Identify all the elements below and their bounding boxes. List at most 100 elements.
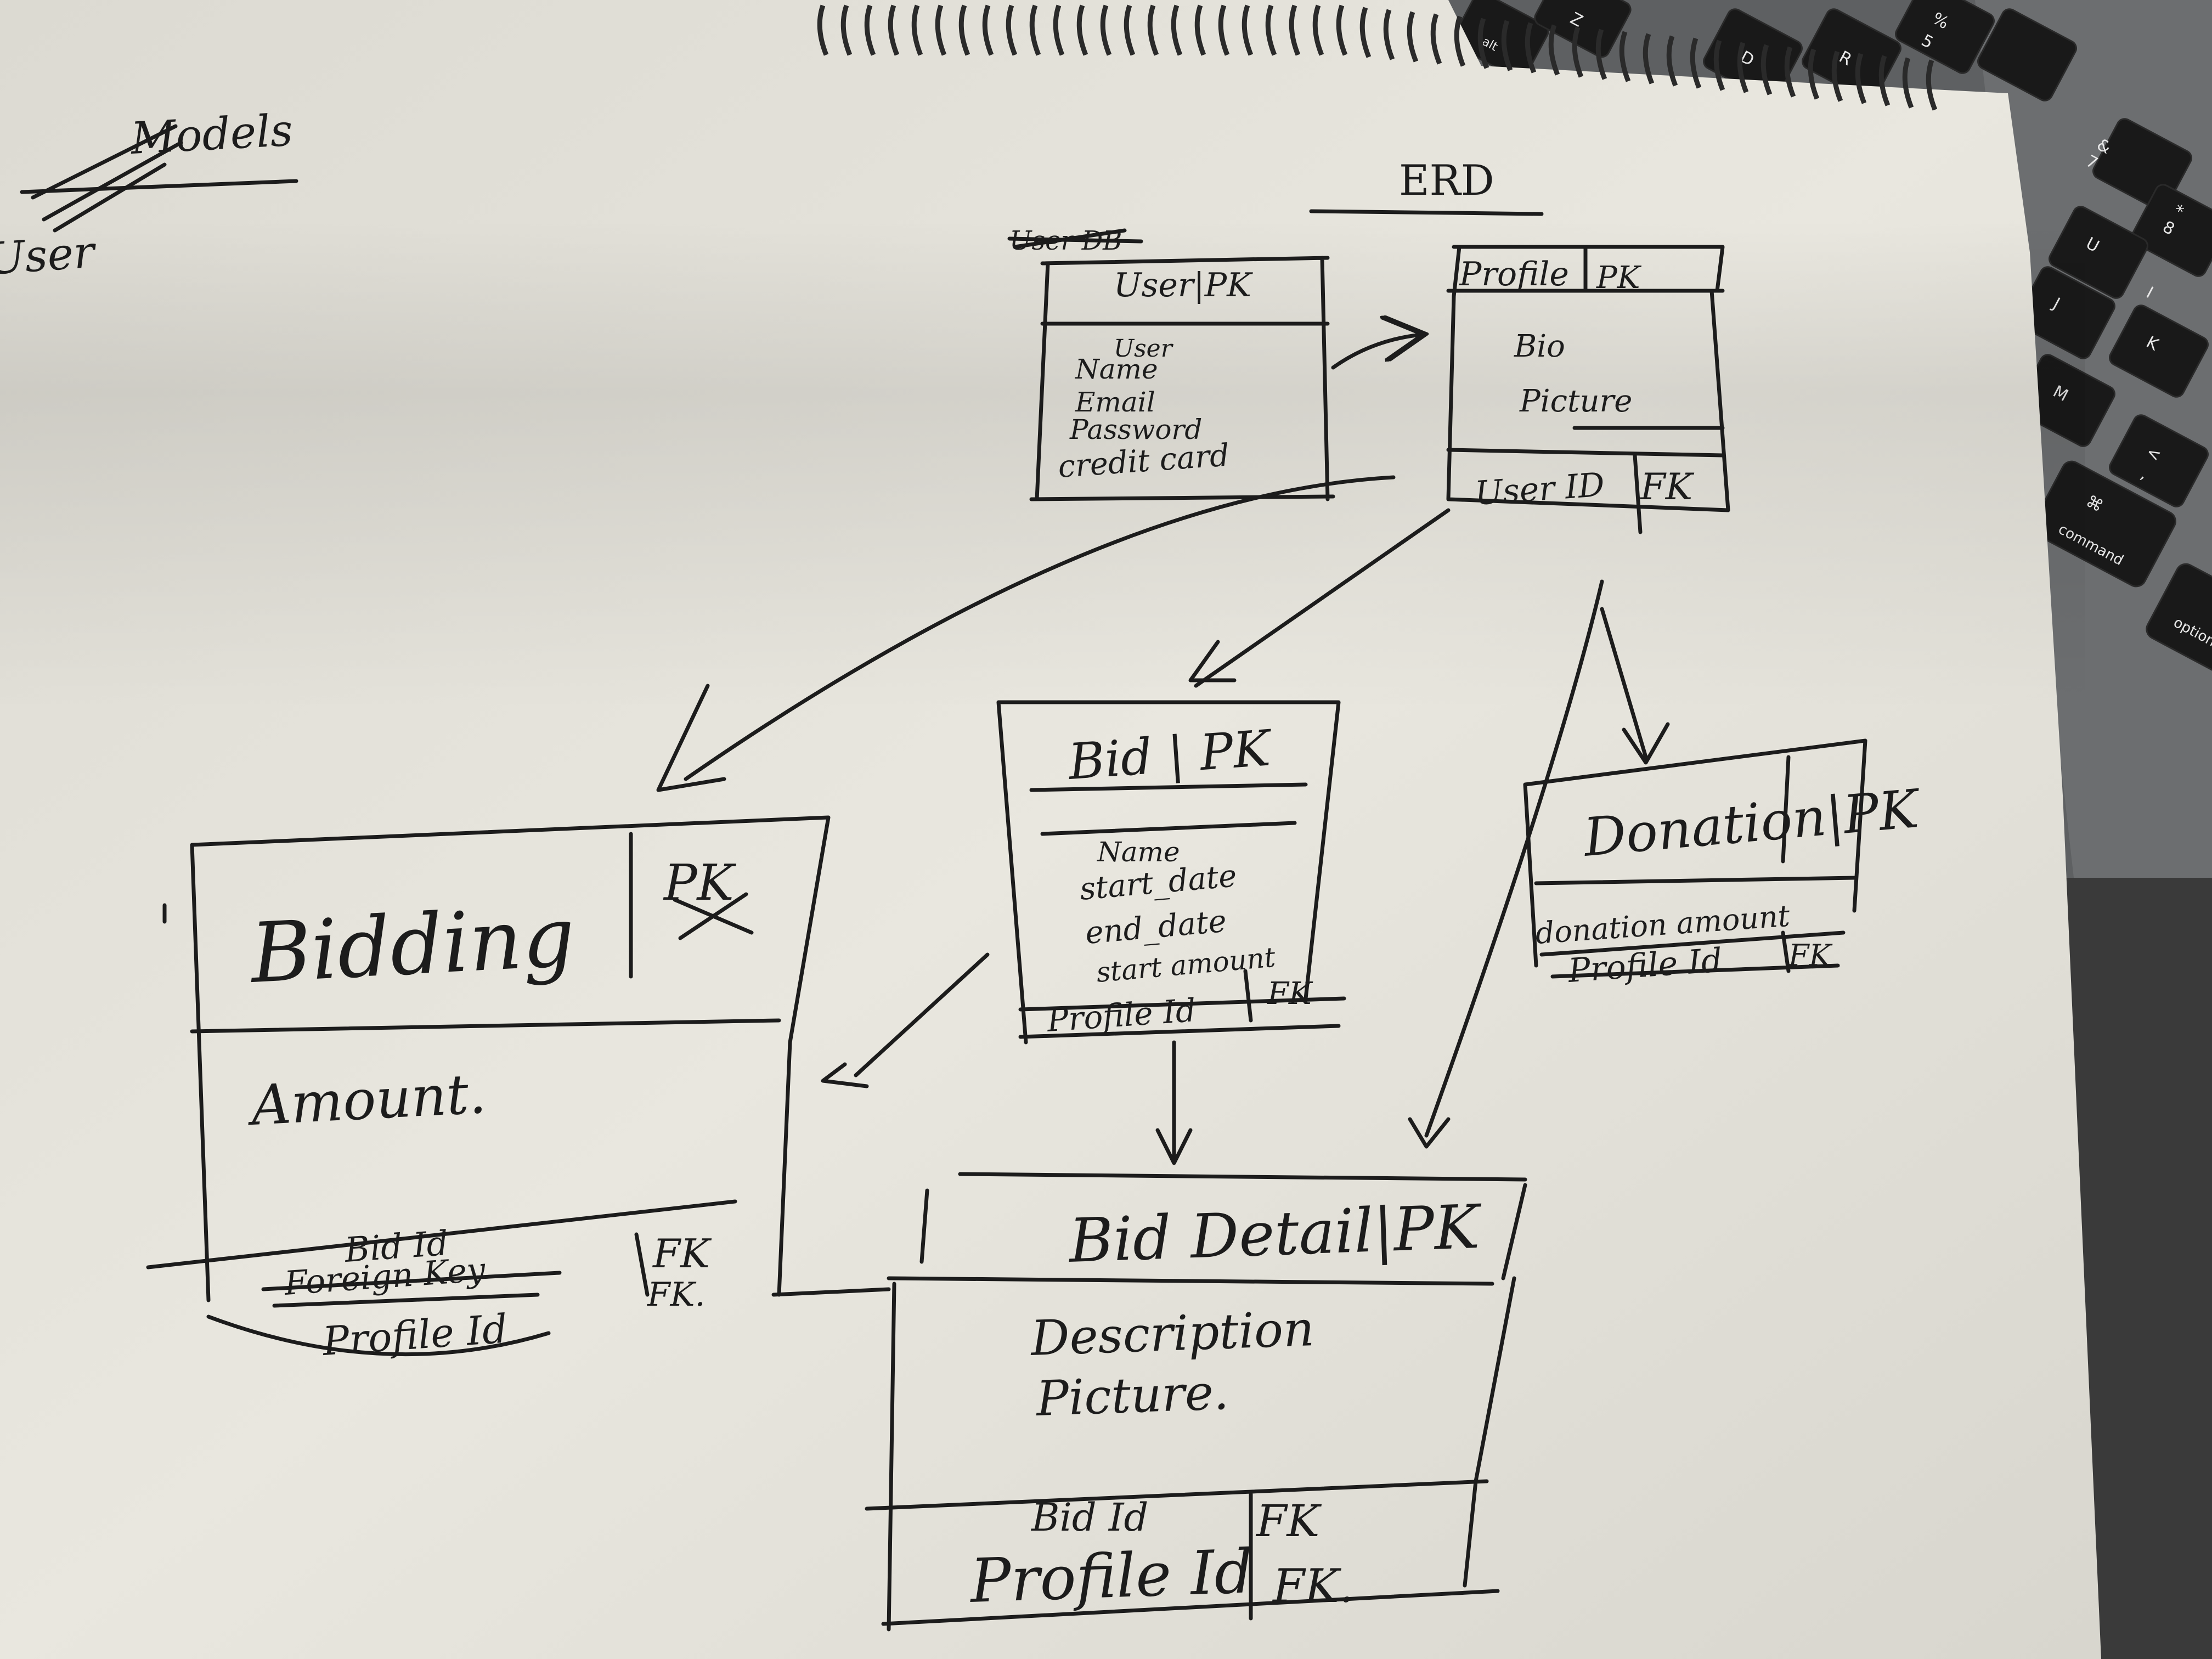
key-comma — [2109, 414, 2209, 507]
spiral-coil — [1525, 22, 1537, 74]
bidding-fk-key: FK — [652, 1231, 712, 1277]
spiral-coil — [1878, 55, 1891, 106]
spiral-coil — [1265, 4, 1277, 56]
profile-fk-field: User ID — [1474, 466, 1606, 513]
bid-detail-field: Description — [1029, 1300, 1315, 1367]
struck-label: User DB — [1009, 225, 1122, 256]
key-f5 — [1977, 8, 2077, 101]
bid-detail-header: Bid Detail|PK — [1066, 1192, 1483, 1276]
spiral-coil — [817, 4, 829, 56]
user-table — [1029, 256, 1335, 501]
spiral-coil — [1737, 42, 1749, 93]
arrow-bid-to-bidding — [854, 952, 990, 1077]
key-z — [1534, 0, 1632, 58]
struck-label-strike — [1007, 228, 1143, 249]
bidding-fk-field: Bid Id — [343, 1223, 450, 1270]
erd-title: ERD — [1399, 156, 1494, 205]
spiral-coil — [911, 4, 923, 56]
user-field: Password — [1069, 414, 1202, 445]
user-field: Email — [1075, 386, 1155, 418]
spiral-coil — [1595, 29, 1607, 80]
spiral-coil — [1053, 4, 1065, 56]
spiral-coil — [1383, 9, 1395, 60]
paper-shadow — [0, 219, 2085, 713]
bid-table — [996, 700, 1346, 1045]
title-underline — [1309, 209, 1544, 216]
spiral-coil — [1194, 4, 1206, 56]
spiral-coil — [982, 4, 994, 56]
bidding-table — [146, 815, 891, 1357]
spiral-coil — [1643, 33, 1655, 84]
spiral-coil — [1430, 13, 1442, 65]
arrowhead-bid-to-bidding — [821, 1062, 869, 1088]
profile-table — [1446, 245, 1730, 534]
spiral-coil — [1855, 53, 1867, 104]
spiral-coil — [1501, 20, 1513, 71]
bid-detail-table — [865, 1172, 1527, 1632]
spiral-coil — [1312, 4, 1324, 56]
bid-header: Bid | PK — [1065, 719, 1274, 791]
spiral-binding — [817, 4, 1938, 111]
bid-detail-fk-key: FK — [1255, 1496, 1322, 1547]
bid-fk-key: FK — [1267, 976, 1313, 1012]
spiral-coil — [1029, 4, 1041, 56]
spiral-coil — [1100, 4, 1112, 56]
heading-strike — [31, 124, 183, 233]
spiral-coil — [1666, 35, 1678, 87]
donation-fk-key: FK — [1788, 938, 1832, 973]
bid-detail-fk-key: FK. — [1272, 1559, 1354, 1613]
spiral-coil — [958, 4, 970, 56]
spiral-coil — [1454, 15, 1466, 67]
bidding-fk-key: FK. — [647, 1276, 706, 1314]
spiral-coil — [1690, 37, 1702, 89]
user-header: User|PK — [1114, 266, 1253, 304]
bid-detail-field: Picture. — [1034, 1364, 1229, 1427]
key-8 — [2131, 184, 2212, 277]
user-field: User — [1114, 335, 1174, 363]
key-option — [2146, 563, 2212, 682]
donation-table — [1523, 738, 1867, 979]
arrowhead-donation — [1622, 722, 1670, 765]
spiral-coil — [935, 4, 947, 56]
bidding-field: Amount. — [245, 1062, 488, 1138]
spiral-coil — [1147, 4, 1159, 56]
spiral-coil — [1289, 4, 1301, 56]
bidding-header-name: Bidding — [247, 889, 577, 1002]
bid-detail-fk-field: Profile Id — [968, 1536, 1254, 1616]
arrow-to-bidding — [684, 475, 1396, 781]
spiral-coil — [1477, 18, 1489, 69]
arrow-profile-to-bid — [1194, 508, 1451, 688]
heading-models: Models — [128, 105, 294, 164]
profile-field: Bio — [1514, 329, 1565, 364]
spiral-coil — [840, 4, 853, 56]
spiral-coil — [1218, 4, 1230, 56]
spiral-coil — [1619, 31, 1631, 82]
spiral-coil — [1242, 4, 1254, 56]
spiral-coil — [864, 4, 876, 56]
spiral-coil — [1760, 44, 1773, 95]
spiral-coil — [1713, 40, 1725, 91]
profile-header-key: PK — [1596, 260, 1642, 296]
arrow-profile-to-bid-detail — [1424, 579, 1604, 1138]
spiral-coil — [1831, 50, 1843, 102]
arrowhead-bid-detail-right — [1408, 1117, 1451, 1149]
spiral-coil — [1548, 24, 1560, 76]
profile-field: Picture — [1519, 383, 1632, 419]
arrowhead-bidding — [656, 684, 726, 792]
bid-field: Name — [1097, 836, 1180, 868]
bid-detail-fk-field: Bid Id — [1030, 1495, 1148, 1540]
profile-fk-key: FK — [1640, 466, 1695, 508]
spiral-coil — [888, 4, 900, 56]
user-field: Name — [1075, 353, 1158, 385]
spiral-coil — [1407, 11, 1419, 63]
spiral-coil — [1926, 59, 1938, 111]
spiral-coil — [1006, 4, 1018, 56]
profile-header-name: Profile — [1459, 255, 1569, 294]
arrowhead-bid — [1188, 640, 1237, 682]
spiral-coil — [1784, 46, 1796, 98]
arrowhead-bid-detail-top — [1155, 1128, 1193, 1165]
spiral-coil — [1808, 48, 1820, 100]
spiral-coil — [1902, 57, 1914, 109]
spiral-coil — [1076, 4, 1088, 56]
